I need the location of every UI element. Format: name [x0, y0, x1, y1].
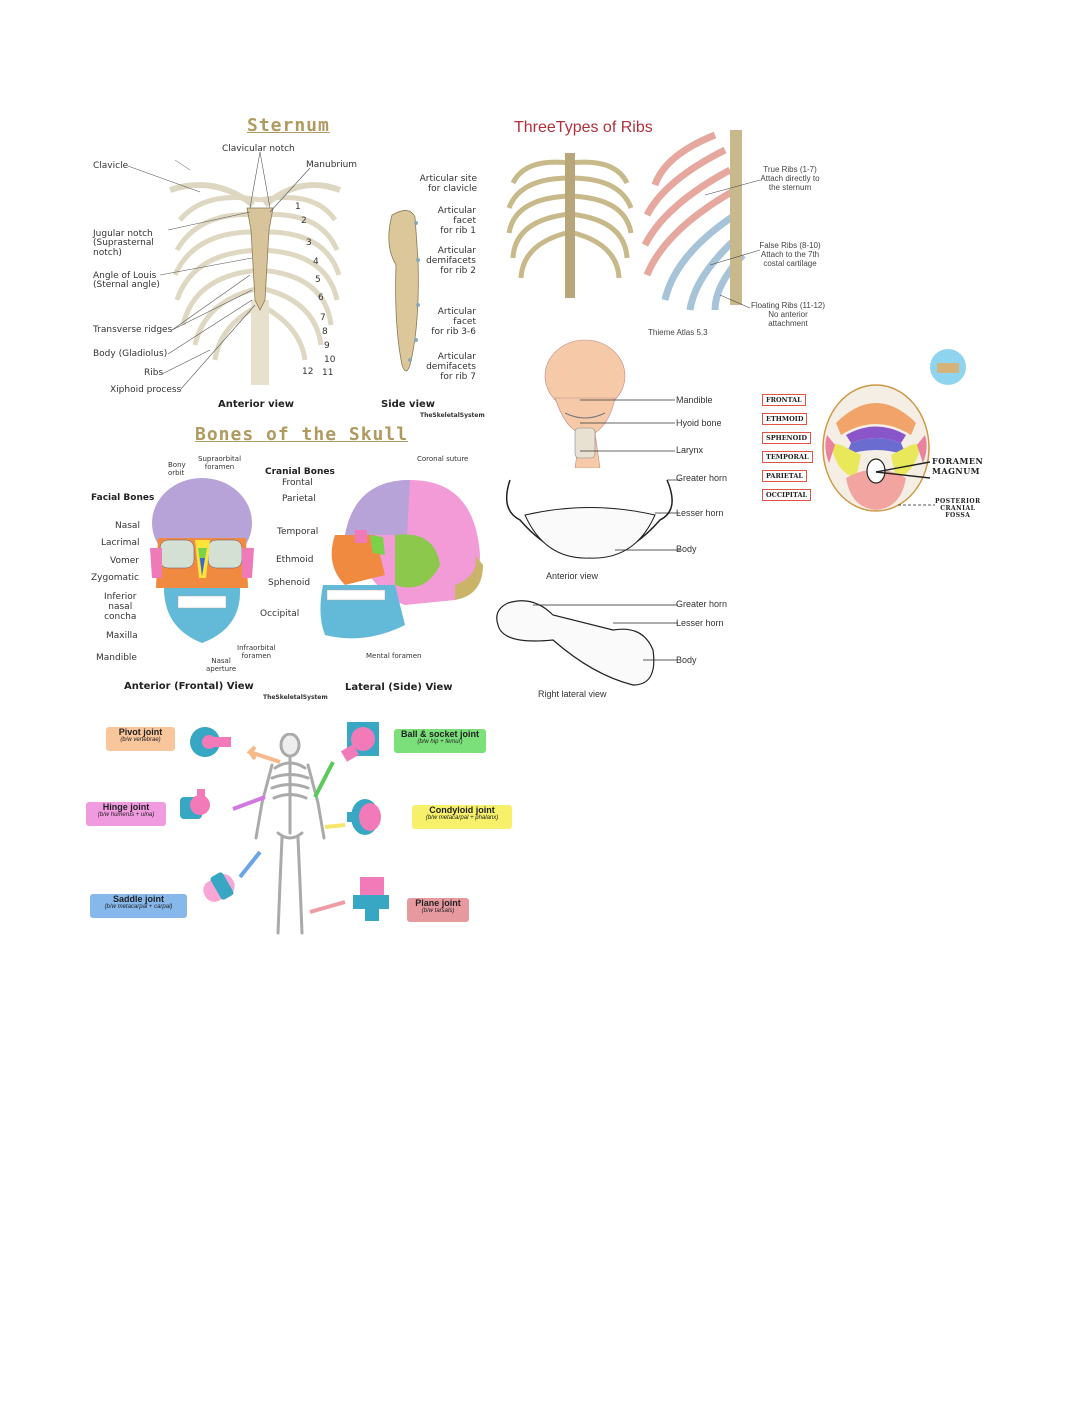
plane-joint-name: Plane joint [407, 898, 469, 908]
frontal-label: Frontal [282, 479, 313, 489]
hyoid-leaders-top [580, 395, 680, 475]
pivot-joint-sub: (b/w vertebrae) [106, 737, 175, 743]
ethmoid-label: Ethmoid [276, 556, 313, 566]
skull-title: Bones of the Skull [195, 424, 408, 445]
facial-bones-label: Facial Bones [91, 493, 154, 503]
rib-number-12: 12 [302, 368, 313, 378]
nasal-label: Nasal [115, 522, 140, 532]
cranial-base-thumbnail-icon [930, 349, 966, 385]
art-rib36-label: Articular facet for rib 3-6 [420, 308, 476, 338]
plane-joint-badge: Plane joint (b/w tarsals) [407, 898, 469, 922]
legend-sphenoid: SPHENOID [762, 432, 811, 444]
floating-ribs-label: Floating Ribs (11-12) No anterior attach… [748, 301, 828, 329]
sternum-title: Sternum [247, 115, 330, 136]
hyoid-bone-label: Hyoid bone [676, 419, 722, 429]
sternum-credit: TheSkeletalSystem [420, 413, 485, 420]
rib-number-4: 4 [313, 258, 319, 268]
rib-number-2: 2 [301, 217, 307, 227]
posterior-cranial-fossa-label: POSTERIOR CRANIAL FOSSA [935, 498, 981, 519]
rib-number-9: 9 [324, 342, 330, 352]
skull-credit: TheSkeletalSystem [263, 695, 328, 702]
supraorbital-label: Supraorbital foramen [198, 456, 241, 471]
hinge-joint-sub: (b/w humerus + ulna) [86, 812, 166, 818]
joint-models-illustration [175, 717, 395, 927]
ribcage-front-illustration [505, 148, 635, 298]
hinge-joint-name: Hinge joint [86, 802, 166, 812]
hinge-joint-badge: Hinge joint (b/w humerus + ulna) [86, 802, 166, 826]
saddle-joint-badge: Saddle joint (b/w metacarpal + carpal) [90, 894, 187, 918]
larynx-label: Larynx [676, 446, 703, 456]
mental-foramen-label: Mental foramen [366, 653, 421, 661]
lesser-horn-2-label: Lesser horn [676, 619, 724, 629]
occipital-label: Occipital [260, 610, 299, 620]
plane-joint-sub: (b/w tarsals) [407, 908, 469, 914]
art-rib2-label: Articular demifacets for rib 2 [420, 247, 476, 277]
maxilla-label: Maxilla [106, 632, 138, 642]
ribs-credit: Thieme Atlas 5.3 [648, 328, 708, 337]
legend-ethmoid: ETHMOID [762, 413, 807, 425]
temporal-label: Temporal [277, 528, 318, 538]
legend-parietal: PARIETAL [762, 470, 807, 482]
inferior-nasal-concha-label: Inferior nasal concha [104, 593, 136, 623]
rib-number-6: 6 [318, 294, 324, 304]
false-ribs-label: False Ribs (8-10) Attach to the 7th cost… [755, 241, 825, 269]
sphenoid-label: Sphenoid [268, 579, 310, 589]
true-ribs-label: True Ribs (1-7) Attach directly to the s… [755, 165, 825, 193]
art-rib7-label: Articular demifacets for rib 7 [420, 353, 476, 383]
condyloid-joint-badge: Condyloid joint (b/w metacarpal + phalan… [412, 805, 512, 829]
vomer-label: Vomer [110, 557, 139, 567]
cranial-base-leaders [870, 460, 940, 510]
mandible-hyoid-label: Mandible [676, 396, 713, 406]
skull-anterior-view-label: Anterior (Frontal) View [124, 681, 254, 692]
ball-socket-joint-name: Ball & socket joint [394, 729, 486, 739]
rib-number-7: 7 [320, 314, 326, 324]
skull-lateral-illustration [315, 475, 485, 650]
mandible-skull-label: Mandible [96, 654, 137, 664]
legend-frontal: FRONTAL [762, 394, 806, 406]
zygomatic-label: Zygomatic [91, 574, 139, 584]
lacrimal-label: Lacrimal [101, 539, 139, 549]
greater-horn-1-label: Greater horn [676, 474, 727, 484]
hyoid-anterior-illustration [495, 470, 685, 570]
greater-horn-2-label: Greater horn [676, 600, 727, 610]
hyoid-right-lateral-label: Right lateral view [538, 690, 607, 700]
sternum-side-view-label: Side view [381, 399, 435, 410]
rib-number-11: 11 [322, 369, 333, 379]
hyoid-anterior-view-label: Anterior view [546, 572, 598, 582]
skull-anterior-illustration [150, 478, 260, 648]
foramen-magnum-label: FORAMEN MAGNUM [932, 456, 983, 476]
art-clavicle-label: Articular site for clavicle [405, 175, 477, 195]
rib-number-5: 5 [315, 276, 321, 286]
rib-number-10: 10 [324, 356, 335, 366]
ball-socket-joint-badge: Ball & socket joint (b/w hip + femur) [394, 729, 486, 753]
sternum-label-leaders [110, 150, 350, 410]
pivot-joint-badge: Pivot joint (b/w vertebrae) [106, 727, 175, 751]
pivot-joint-name: Pivot joint [106, 727, 175, 737]
condyloid-joint-sub: (b/w metacarpal + phalanx) [412, 815, 512, 821]
body-1-label: Body [676, 545, 697, 555]
skull-lateral-view-label: Lateral (Side) View [345, 682, 452, 693]
nasal-aperture-label: Nasal aperture [206, 658, 236, 673]
rib-number-3: 3 [306, 239, 312, 249]
saddle-joint-sub: (b/w metacarpal + carpal) [90, 904, 187, 910]
legend-occipital: OCCIPITAL [762, 489, 811, 501]
parietal-label: Parietal [282, 495, 316, 505]
ball-socket-joint-sub: (b/w hip + femur) [394, 739, 486, 745]
hyoid-lateral-illustration [493, 595, 683, 690]
lesser-horn-1-label: Lesser horn [676, 509, 724, 519]
legend-temporal: TEMPORAL [762, 451, 813, 463]
rib-number-8: 8 [322, 328, 328, 338]
sternum-anterior-view-label: Anterior view [218, 399, 294, 410]
saddle-joint-name: Saddle joint [90, 894, 187, 904]
body-2-label: Body [676, 656, 697, 666]
rib-number-1: 1 [295, 203, 301, 213]
art-rib1-label: Articular facet for rib 1 [420, 207, 476, 237]
coronal-suture-label: Coronal suture [417, 456, 468, 464]
ribs-title: ThreeTypes of Ribs [514, 119, 653, 137]
bony-orbit-label: Bony orbit [168, 462, 186, 477]
condyloid-joint-name: Condyloid joint [412, 805, 512, 815]
